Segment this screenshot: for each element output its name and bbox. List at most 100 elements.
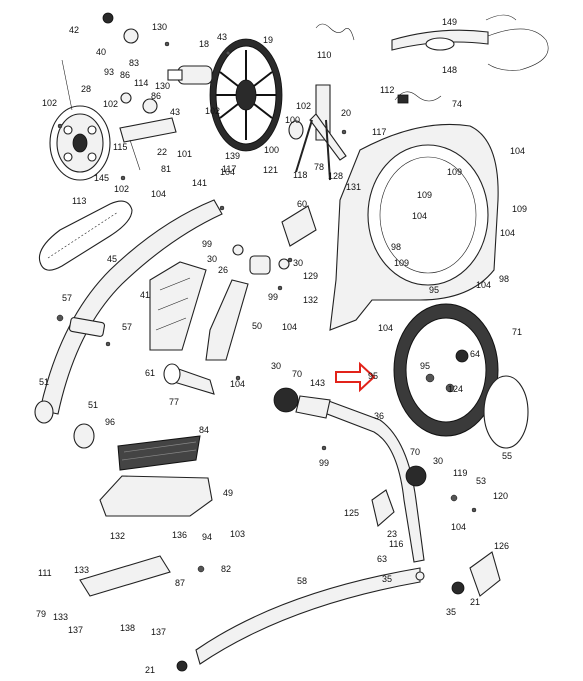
label-18: 18 — [199, 39, 209, 49]
label-84: 84 — [199, 425, 209, 435]
label-100b: 100 — [285, 115, 300, 125]
label-130b: 130 — [155, 81, 170, 91]
label-145: 145 — [94, 173, 109, 183]
label-96: 96 — [105, 417, 115, 427]
label-71: 71 — [512, 327, 522, 337]
label-21: 21 — [470, 597, 480, 607]
label-110: 110 — [317, 50, 331, 60]
label-120: 120 — [493, 491, 508, 501]
disc-71 — [393, 303, 499, 437]
pad-41 — [149, 261, 207, 351]
label-124: 124 — [448, 384, 463, 394]
label-70b: 70 — [410, 447, 420, 457]
label-149: 149 — [442, 17, 457, 27]
label-51: 51 — [39, 377, 49, 387]
flywheel-19 — [209, 38, 283, 152]
label-109d: 109 — [394, 258, 409, 268]
label-104d: 104 — [220, 167, 235, 177]
label-78: 78 — [314, 162, 324, 172]
label-95: 95 — [429, 285, 439, 295]
label-53: 53 — [476, 476, 486, 486]
label-30: 30 — [207, 254, 217, 264]
label-57b: 57 — [122, 322, 132, 332]
label-74: 74 — [452, 99, 462, 109]
label-109b: 109 — [417, 190, 432, 200]
label-102d: 102 — [114, 184, 129, 194]
label-138: 138 — [120, 623, 135, 633]
label-93: 93 — [104, 67, 114, 77]
label-104: 104 — [151, 189, 166, 199]
label-26: 26 — [218, 265, 228, 275]
label-117b: 117 — [222, 164, 236, 174]
label-128: 128 — [328, 171, 343, 181]
label-133b: 133 — [53, 612, 68, 622]
label-104j: 104 — [451, 522, 466, 532]
label-64: 64 — [470, 349, 480, 359]
label-35: 35 — [382, 574, 392, 584]
label-115: 115 — [113, 142, 127, 152]
label-94: 94 — [202, 532, 212, 542]
pedal-84 — [117, 435, 201, 471]
label-143: 143 — [310, 378, 325, 388]
ring-55 — [483, 375, 529, 449]
label-132: 132 — [303, 295, 318, 305]
label-137b: 137 — [151, 627, 166, 637]
label-35b: 35 — [446, 607, 456, 617]
label-113: 113 — [72, 196, 86, 206]
label-30d: 30 — [433, 456, 443, 466]
label-81: 81 — [161, 164, 171, 174]
label-36: 36 — [374, 411, 384, 421]
bushing-100 — [288, 120, 304, 140]
bracket-50 — [205, 279, 249, 361]
label-61: 61 — [145, 368, 155, 378]
crank-61 — [163, 363, 215, 395]
upper-arm-45 — [39, 199, 223, 415]
label-98b: 98 — [499, 274, 509, 284]
label-21b: 21 — [145, 665, 155, 675]
label-129: 129 — [303, 271, 318, 281]
label-23: 23 — [387, 529, 397, 539]
label-86: 86 — [120, 70, 130, 80]
label-111: 111 — [38, 568, 52, 578]
label-42: 42 — [69, 25, 79, 35]
label-95b: 95 — [368, 371, 378, 381]
handle-60 — [281, 205, 317, 247]
link-26 — [232, 244, 290, 275]
label-130: 130 — [152, 22, 167, 32]
frame-36 — [295, 395, 425, 563]
bracket-125 — [371, 489, 395, 528]
label-148: 148 — [442, 65, 457, 75]
label-104b: 104 — [510, 146, 525, 156]
label-30b: 30 — [293, 258, 303, 268]
label-82: 82 — [221, 564, 231, 574]
upright-20 — [295, 84, 347, 181]
label-102b: 102 — [103, 99, 118, 109]
label-116: 116 — [389, 539, 403, 549]
label-114: 114 — [134, 78, 148, 88]
bearing-86 — [142, 98, 158, 114]
label-99c: 99 — [319, 458, 329, 468]
label-104g: 104 — [282, 322, 297, 332]
label-136: 136 — [172, 530, 187, 540]
hardware-screws — [56, 41, 477, 672]
cap-51-right — [73, 423, 95, 449]
label-121: 121 — [263, 165, 278, 175]
nut-42 — [102, 12, 114, 24]
frame-49 — [99, 475, 213, 517]
label-70: 70 — [292, 369, 302, 379]
label-28: 28 — [81, 84, 91, 94]
label-57: 57 — [62, 293, 72, 303]
gear-70-upper — [273, 387, 299, 413]
cable-110 — [315, 23, 355, 41]
adapter-112 — [394, 91, 442, 104]
label-98: 98 — [391, 242, 401, 252]
label-102e: 102 — [205, 106, 220, 116]
nut-86 — [120, 92, 132, 104]
cap-51-left — [34, 400, 54, 424]
label-104h: 104 — [378, 323, 393, 333]
label-87: 87 — [175, 578, 185, 588]
label-20: 20 — [341, 108, 351, 118]
label-102: 102 — [42, 98, 57, 108]
label-86b: 86 — [151, 91, 161, 101]
